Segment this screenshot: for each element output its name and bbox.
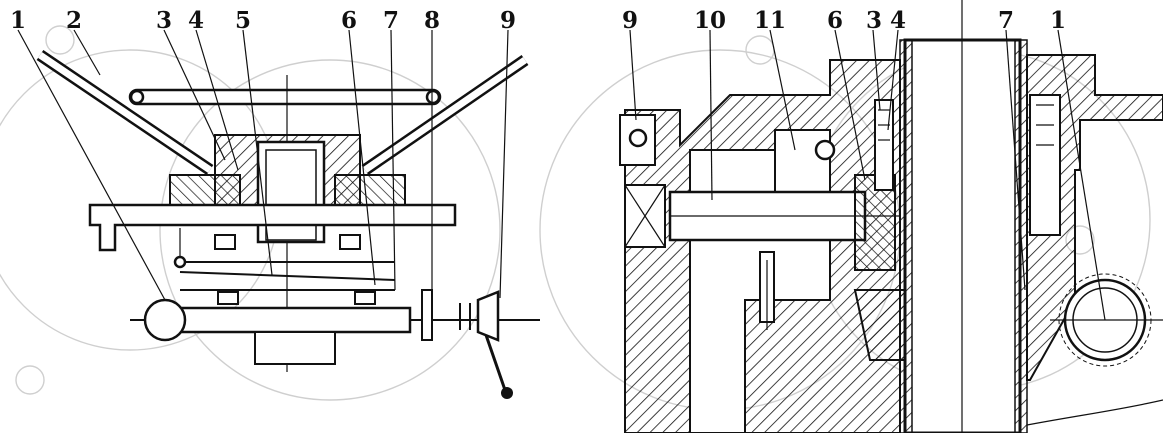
callout-right-3: 3	[866, 7, 882, 34]
callout-right-11: 11	[754, 7, 786, 34]
callout-right-7: 7	[998, 7, 1014, 34]
callout-right-4: 4	[890, 7, 906, 34]
callout-left-8: 8	[424, 7, 440, 34]
callout-left-4: 4	[188, 7, 204, 34]
callout-left-7: 7	[383, 7, 399, 34]
callout-left-3: 3	[156, 7, 172, 34]
callout-left-5: 5	[235, 7, 251, 34]
left-view-drawing	[17, 29, 540, 399]
right-view-callouts: 9 10 11 6 3 4 7 1	[622, 7, 1066, 34]
callout-left-1: 1	[10, 7, 26, 34]
left-view-callouts: 1 2 3 4 5 6 7 8 9	[10, 7, 516, 34]
callout-right-6: 6	[827, 7, 843, 34]
callout-left-6: 6	[341, 7, 357, 34]
callout-right-1: 1	[1050, 7, 1066, 34]
callout-left-2: 2	[66, 7, 82, 34]
callout-left-9: 9	[500, 7, 516, 34]
right-view-drawing	[619, 0, 1163, 433]
callout-right-10: 10	[694, 7, 726, 34]
callout-right-9: 9	[622, 7, 638, 34]
